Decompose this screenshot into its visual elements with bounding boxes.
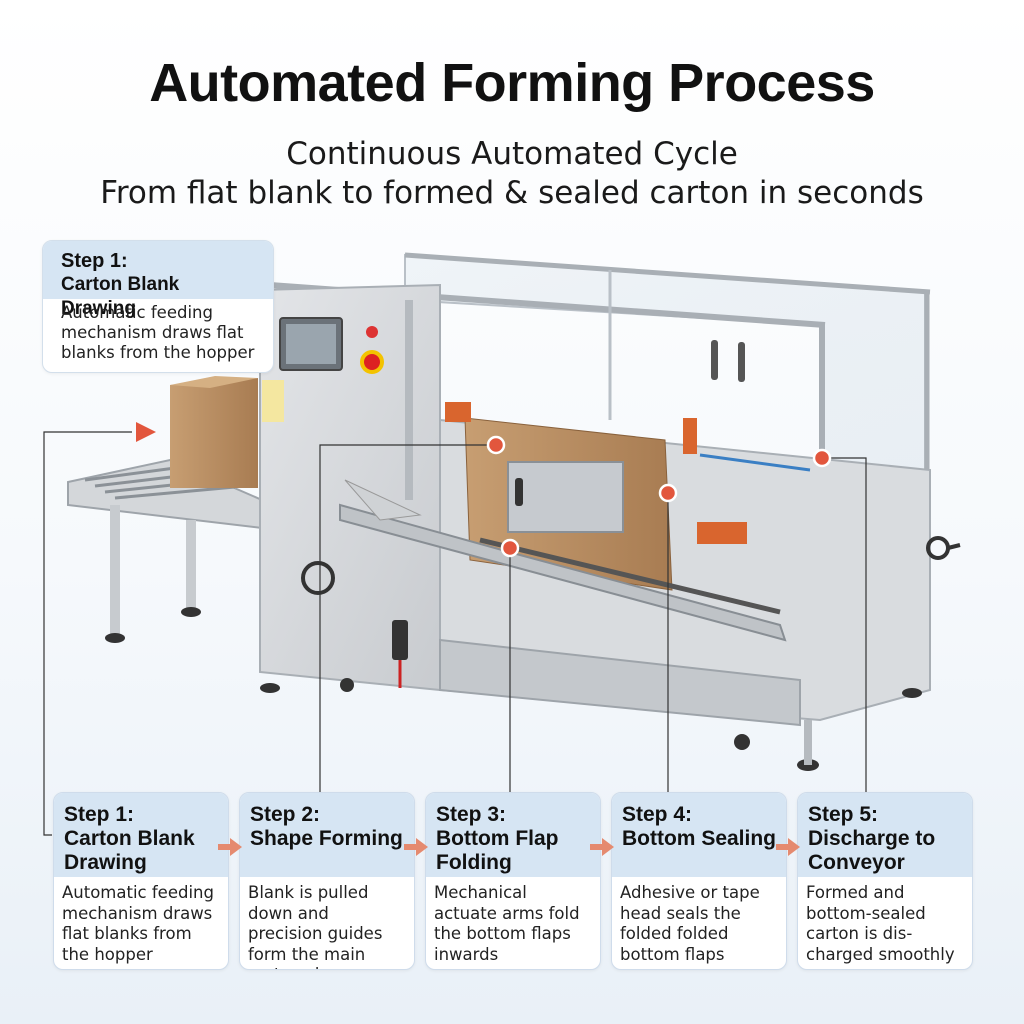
step-description: Adhesive or tape head seals the folded f… [620, 883, 760, 964]
step-number: Step 5: [808, 803, 879, 826]
orange-actuator-3 [683, 418, 697, 454]
flow-arrow-icon [404, 838, 428, 856]
orange-actuator-1 [445, 402, 471, 422]
step-name-line1: Shape Forming [250, 827, 403, 850]
step-name-line2: Conveyor [808, 851, 905, 874]
flow-arrow-icon [776, 838, 800, 856]
flow-arrow-icon [218, 838, 242, 856]
flap-folding-chute [339, 503, 787, 642]
emergency-stop [360, 350, 384, 374]
conveyor-leg-1 [110, 505, 120, 635]
callout-header: Step 1: Carton Blank Drawing [43, 241, 273, 319]
suction-plate [507, 461, 624, 533]
step-description: Formed and bottom-sealed carton is dis-c… [806, 883, 955, 964]
step-name-line1: Carton Blank [64, 827, 195, 850]
step-card-header: Step 5: Discharge to Conveyor [798, 793, 972, 877]
enclosure-rail-top [404, 252, 931, 295]
blue-air-line [699, 453, 811, 472]
incoming-carton [170, 378, 258, 488]
step-description: Blank is pulled down and precision guide… [248, 883, 383, 969]
step-description: Mechanical actuate arms fold the bottom … [434, 883, 580, 964]
step-card-2: Step 2: Shape Forming Blank is pulled do… [239, 792, 415, 970]
step-card-header: Step 2: Shape Forming [240, 793, 414, 877]
step-card-5: Step 5: Discharge to Conveyor Formed and… [797, 792, 973, 970]
callout-description: Automatic feeding mechanism draws flat b… [61, 303, 255, 362]
step-card-header: Step 4: Bottom Sealing [612, 793, 786, 877]
door-handle-left [711, 340, 718, 380]
step-number: Step 3: [436, 803, 507, 826]
step-card-1: Step 1: Carton Blank Drawing Automatic f… [53, 792, 229, 970]
page-subtitle-line2: From flat blank to formed & sealed carto… [100, 175, 924, 211]
warning-labels [262, 380, 284, 422]
leader-step1 [43, 431, 132, 836]
base-frame [439, 638, 801, 727]
conveyor-leg-2 [186, 520, 196, 615]
marker-step4 [658, 483, 678, 503]
step-name-line1: Bottom Flap [436, 827, 559, 850]
step-description: Automatic feeding mechanism draws flat b… [62, 883, 214, 964]
start-button [366, 326, 378, 338]
page-subtitle-line1: Continuous Automated Cycle [286, 136, 738, 172]
callout-step1: Step 1: Carton Blank Drawing Automatic f… [42, 240, 274, 373]
step-card-header: Step 1: Carton Blank Drawing [54, 793, 228, 877]
marker-step3 [500, 538, 520, 558]
leader-step5 [822, 457, 867, 792]
step-name-line1: Bottom Sealing [622, 827, 777, 850]
door-handle-right [738, 342, 745, 382]
step-name-line2: Folding [436, 851, 512, 874]
callout-step-name: Carton Blank Drawing [61, 274, 180, 319]
step-name-line2: Drawing [64, 851, 147, 874]
leader-step1-arrowhead [136, 422, 156, 442]
handwheel-left [301, 561, 335, 595]
step-number: Step 1: [64, 803, 135, 826]
step-name-line1: Discharge to [808, 827, 936, 850]
orange-actuator-2 [697, 522, 747, 544]
air-regulator [392, 620, 408, 660]
leader-step2 [319, 444, 496, 792]
callout-step-label: Step 1: [61, 250, 128, 272]
step-card-4: Step 4: Bottom Sealing Adhesive or tape … [611, 792, 787, 970]
step-number: Step 2: [250, 803, 321, 826]
flow-arrow-icon [590, 838, 614, 856]
step-card-3: Step 3: Bottom Flap Folding Mechanical a… [425, 792, 601, 970]
step-number: Step 4: [622, 803, 693, 826]
marker-step2 [486, 435, 506, 455]
page-title: Automated Forming Process [149, 53, 875, 113]
step-card-header: Step 3: Bottom Flap Folding [426, 793, 600, 877]
marker-step5 [812, 448, 832, 468]
